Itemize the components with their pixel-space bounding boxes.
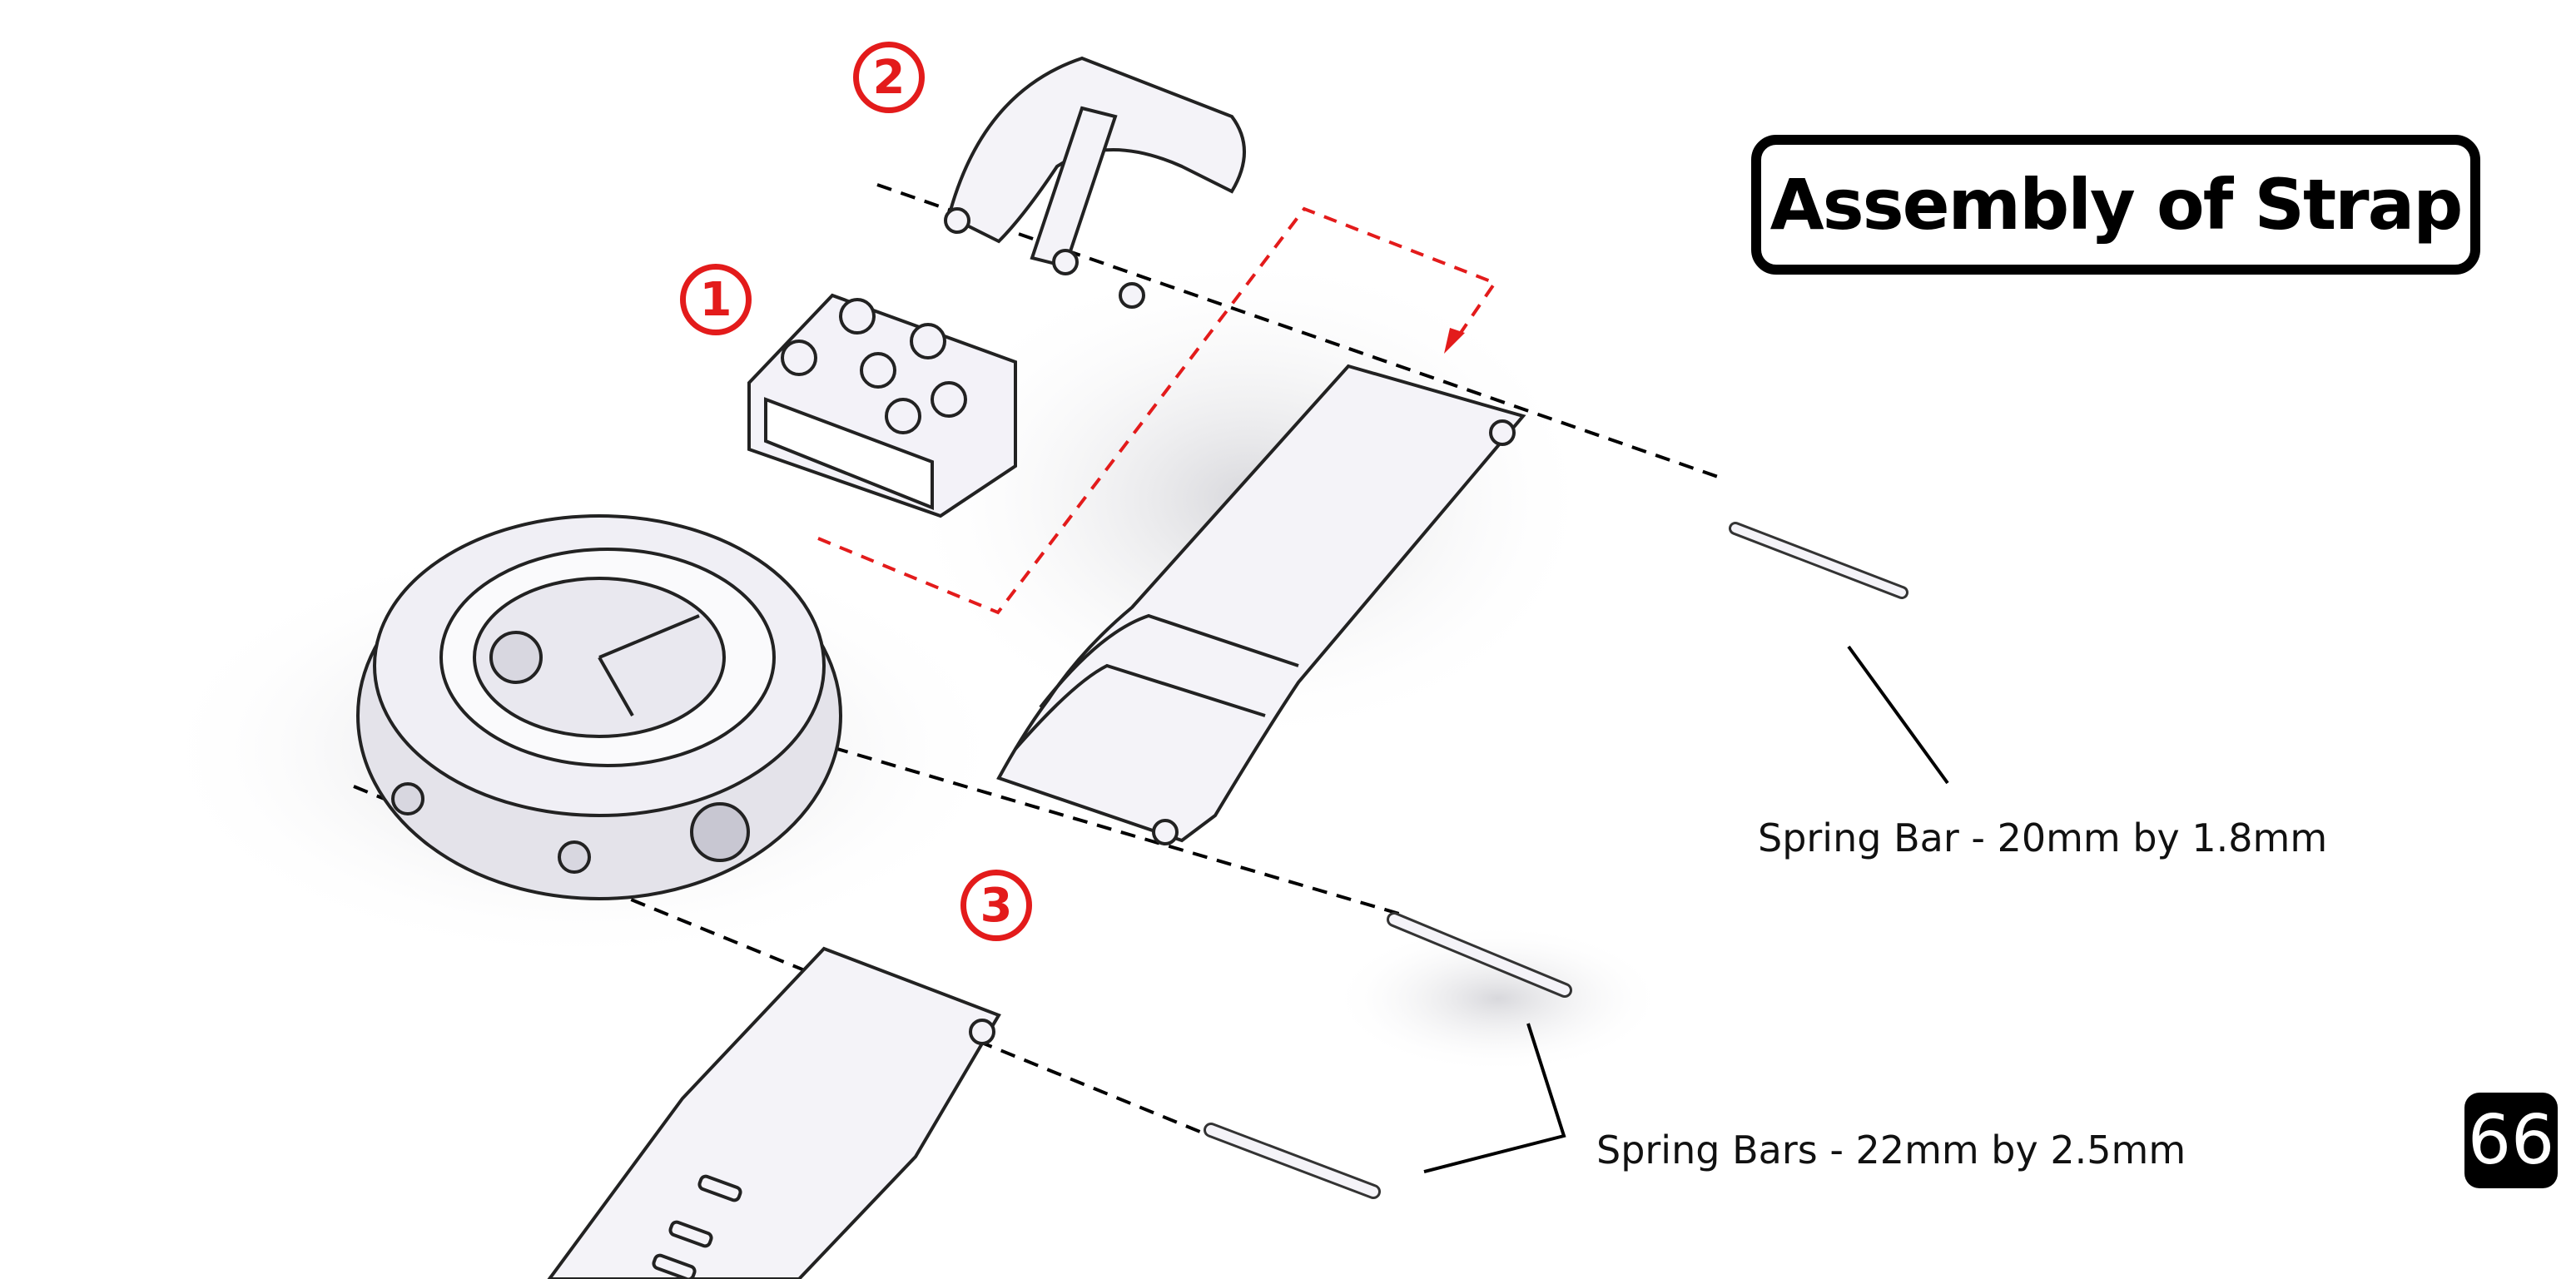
spring-bar-20mm-label: Spring Bar - 20mm by 1.8mm (1758, 815, 2328, 860)
spring-bar-22mm-lower (1204, 1123, 1381, 1199)
short-strap (996, 364, 1526, 845)
bar-shadow (1332, 924, 1665, 1073)
keeper-path-arrow (817, 206, 1498, 615)
spring-bars-22mm-label: Spring Bars - 22mm by 2.5mm (1596, 1128, 2186, 1172)
spring-bar-20mm (1729, 522, 1908, 599)
title-box: Assembly of Strap (1751, 135, 2480, 275)
step-1-marker: 1 (680, 264, 752, 335)
leader-lines (1423, 645, 1949, 1173)
page-title: Assembly of Strap (1769, 164, 2464, 245)
strap-keeper (747, 293, 1017, 518)
watch-case (356, 514, 842, 900)
page-number-badge: 66 (2464, 1093, 2558, 1188)
step-2-marker: 2 (853, 42, 925, 113)
spring-bar-22mm-upper (1387, 912, 1572, 998)
step-3-marker: 3 (960, 870, 1032, 941)
long-strap (547, 946, 1001, 1279)
buckle (944, 56, 1246, 309)
